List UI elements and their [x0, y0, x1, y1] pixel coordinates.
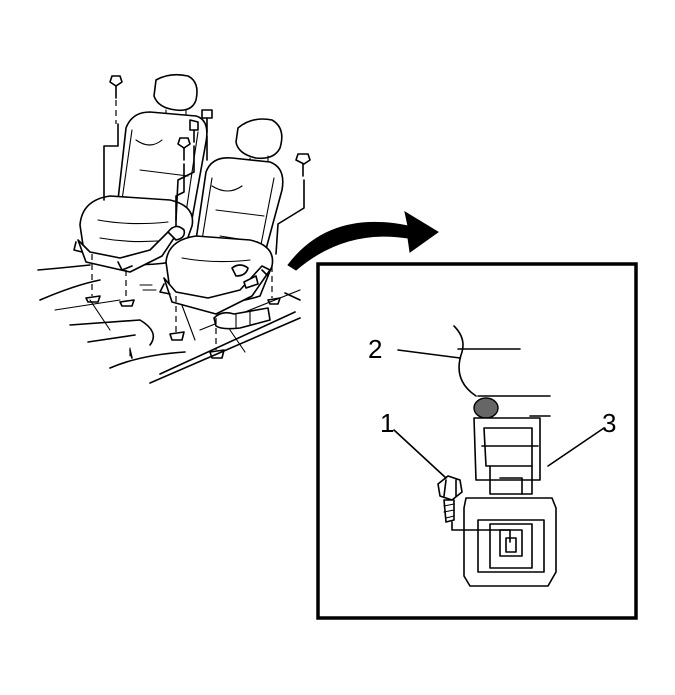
seat-rail — [473, 417, 541, 481]
bolt-install-path — [451, 521, 511, 543]
seat-edge — [453, 325, 477, 397]
bolt-icon — [201, 109, 213, 119]
seat-control-icon — [243, 275, 259, 289]
seat-control-icon — [231, 264, 249, 277]
vehicle-floor — [37, 264, 301, 384]
left-seat-bolts — [103, 75, 213, 221]
bolt-icon — [189, 119, 199, 131]
bolt-icon — [437, 475, 463, 523]
callout-2: 2 — [368, 334, 382, 364]
right-seat-bolts — [175, 137, 311, 255]
bolt-icon — [295, 153, 311, 165]
leader-3 — [547, 427, 605, 467]
detail-arrow-icon — [287, 210, 439, 271]
right-seat — [159, 118, 284, 359]
leader-1 — [393, 429, 447, 479]
leader-2 — [397, 349, 461, 359]
callout-3: 3 — [602, 408, 616, 438]
detail-view: 2 1 3 — [368, 325, 616, 587]
right-headrest — [235, 118, 283, 160]
callout-1: 1 — [380, 408, 394, 438]
left-headrest — [153, 73, 198, 112]
seat-pad — [473, 397, 499, 419]
bolt-icon — [109, 75, 123, 87]
bolt-icon — [177, 137, 191, 149]
seat-motor — [213, 307, 271, 330]
